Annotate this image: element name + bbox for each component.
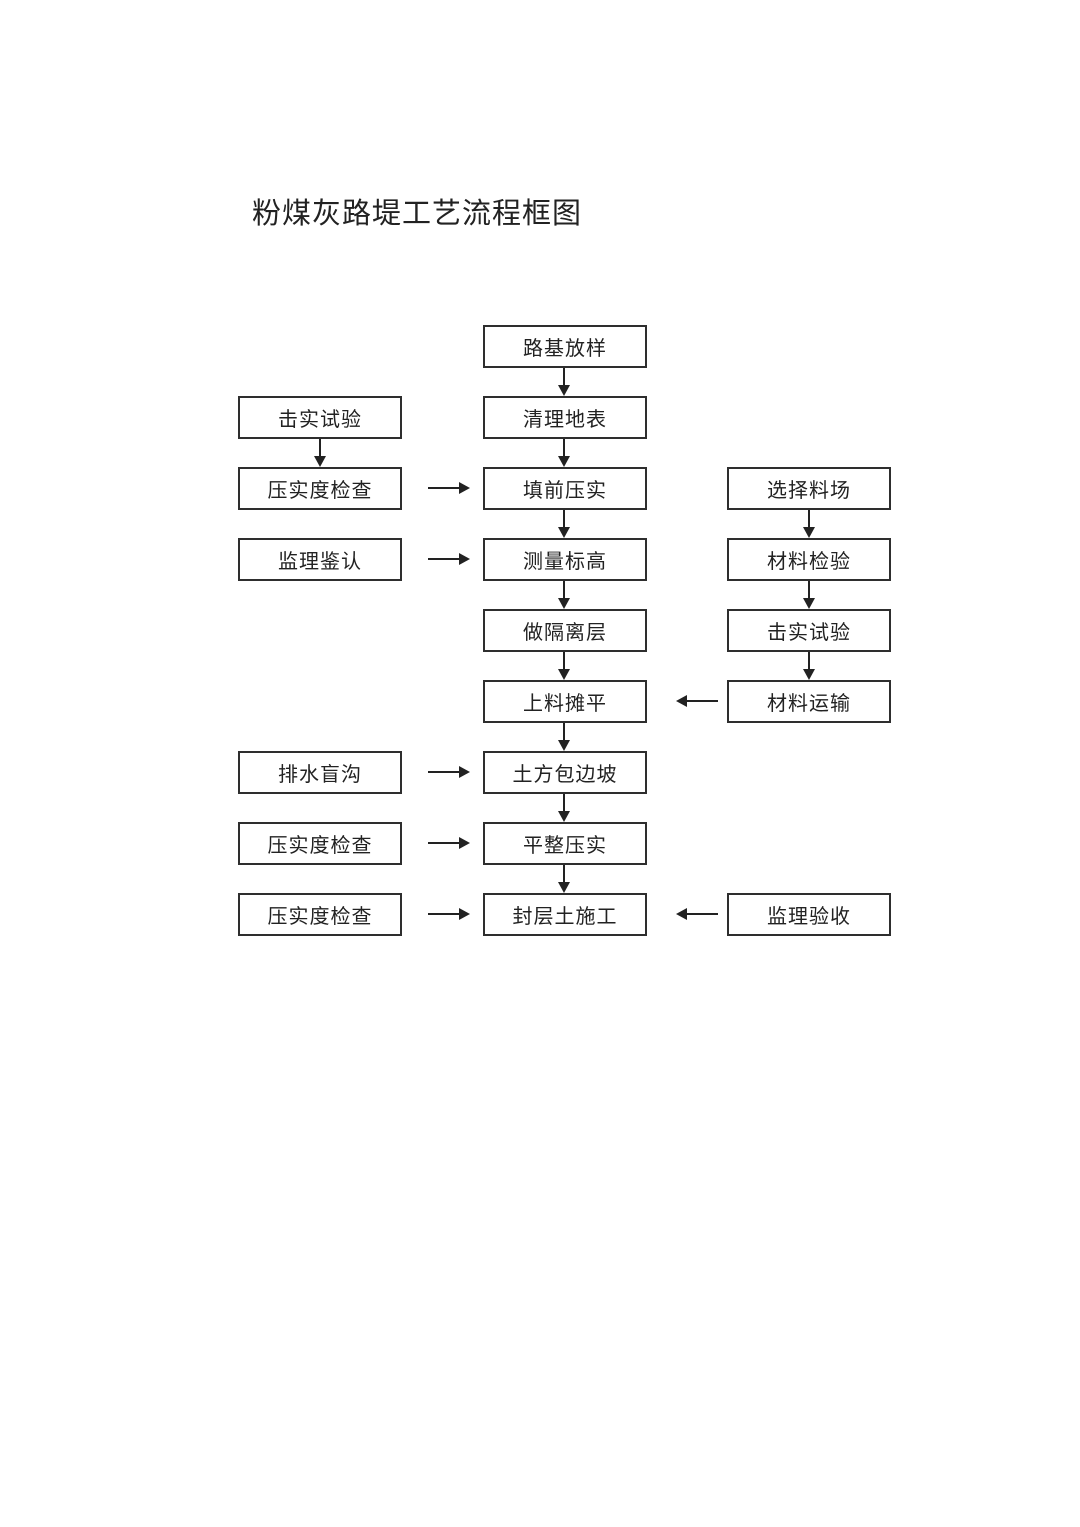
arrow-right-icon [428,908,470,920]
node-material-inspection: 材料检验 [727,538,891,581]
arrow-down-icon [558,510,570,538]
node-isolation-layer: 做隔离层 [483,609,647,652]
node-label: 击实试验 [767,622,851,644]
arrow-right-icon [428,837,470,849]
node-compaction-test-left: 击实试验 [238,396,402,439]
node-compaction-test-right: 击实试验 [727,609,891,652]
node-compaction-check-3: 压实度检查 [238,893,402,936]
node-label: 封层土施工 [512,906,618,928]
node-label: 路基放样 [523,338,607,360]
node-label: 排水盲沟 [278,764,362,786]
arrow-down-icon [558,865,570,893]
arrow-left-icon [676,695,718,707]
node-compaction-check-2: 压实度检查 [238,822,402,865]
node-label: 上料摊平 [523,693,607,715]
arrow-right-icon [428,766,470,778]
arrow-right-icon [428,482,470,494]
node-label: 压实度检查 [267,906,373,928]
node-blind-drainage-ditch: 排水盲沟 [238,751,402,794]
node-measure-elevation: 测量标高 [483,538,647,581]
node-label: 击实试验 [278,409,362,431]
node-label: 材料运输 [767,693,851,715]
node-material-transport: 材料运输 [727,680,891,723]
node-seal-soil-construction: 封层土施工 [483,893,647,936]
node-label: 选择料场 [767,480,851,502]
node-subgrade-lofting: 路基放样 [483,325,647,368]
arrow-down-icon [558,439,570,467]
arrow-down-icon [803,510,815,538]
node-label: 测量标高 [523,551,607,573]
arrow-down-icon [558,723,570,751]
arrow-down-icon [314,439,326,467]
node-supervision-confirm: 监理鉴认 [238,538,402,581]
node-label: 土方包边坡 [512,764,618,786]
arrow-right-icon [428,553,470,565]
node-label: 压实度检查 [267,835,373,857]
node-compaction-check-1: 压实度检查 [238,467,402,510]
node-label: 平整压实 [523,835,607,857]
node-label: 监理鉴认 [278,551,362,573]
node-label: 做隔离层 [523,622,607,644]
node-spread-material: 上料摊平 [483,680,647,723]
arrow-down-icon [803,581,815,609]
node-select-material-yard: 选择料场 [727,467,891,510]
node-label: 清理地表 [523,409,607,431]
arrow-down-icon [558,581,570,609]
node-clear-surface: 清理地表 [483,396,647,439]
node-label: 压实度检查 [267,480,373,502]
page-title: 粉煤灰路堤工艺流程框图 [252,198,583,230]
node-label: 监理验收 [767,906,851,928]
node-label: 填前压实 [523,480,607,502]
node-prefill-compaction: 填前压实 [483,467,647,510]
node-supervision-acceptance: 监理验收 [727,893,891,936]
arrow-down-icon [558,794,570,822]
node-label: 材料检验 [767,551,851,573]
arrow-down-icon [558,652,570,680]
arrow-down-icon [803,652,815,680]
arrow-down-icon [558,368,570,396]
node-level-compaction: 平整压实 [483,822,647,865]
node-earthwork-edge-slope: 土方包边坡 [483,751,647,794]
arrow-left-icon [676,908,718,920]
